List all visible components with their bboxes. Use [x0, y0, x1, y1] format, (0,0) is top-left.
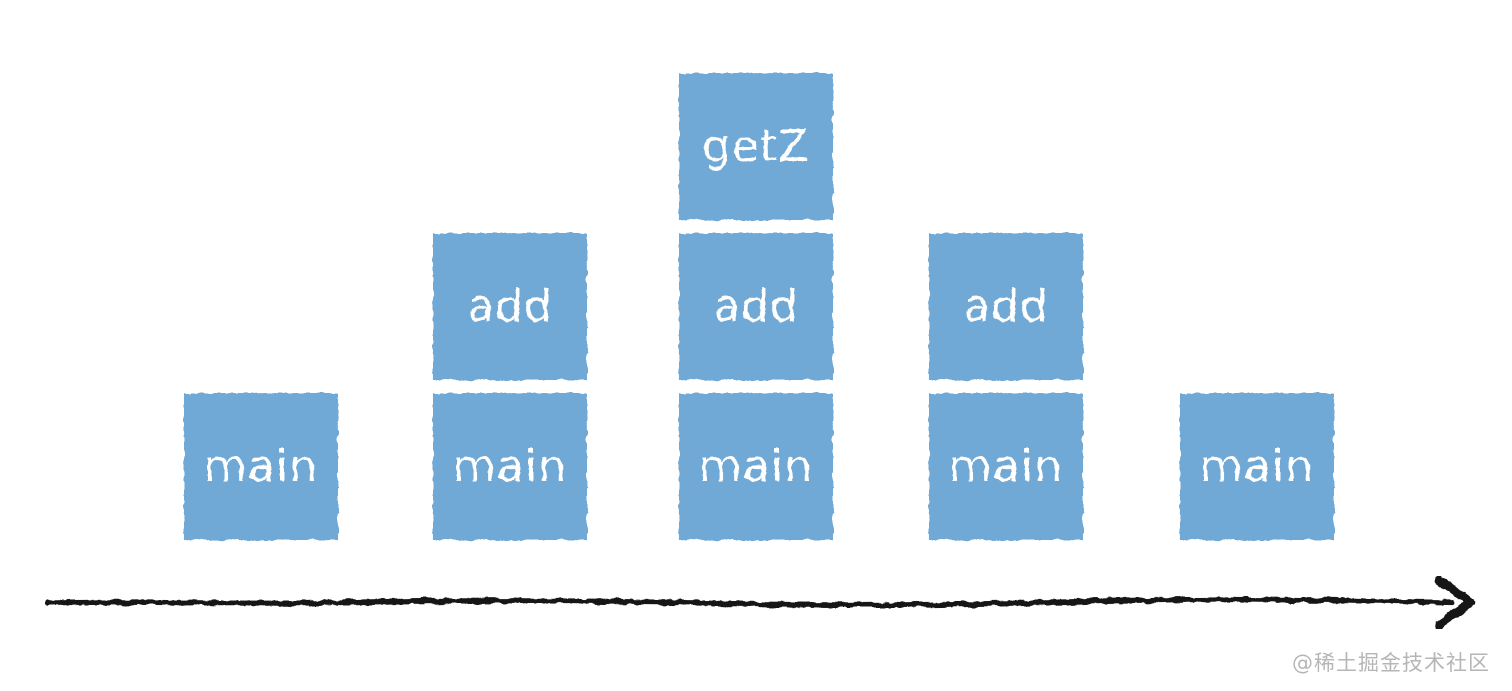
stack-frame-main: main	[433, 393, 587, 540]
stack-frame-add: add	[433, 233, 587, 380]
stack-frame-main: main	[929, 393, 1083, 540]
stack-column-4: main add	[929, 233, 1083, 540]
stack-frame-main: main	[1180, 393, 1334, 540]
timeline-arrow	[45, 575, 1476, 630]
stack-column-2: main add	[433, 233, 587, 540]
stack-column-1: main	[184, 393, 338, 540]
stack-column-3: main add getZ	[679, 73, 833, 540]
timeline-arrowhead	[1434, 575, 1476, 630]
stack-frame-main: main	[679, 393, 833, 540]
stack-frame-add: add	[929, 233, 1083, 380]
stack-frame-add: add	[679, 233, 833, 380]
timeline-arrow-shaft	[46, 596, 1455, 608]
stack-frame-getz: getZ	[679, 73, 833, 220]
watermark: @稀土掘金技术社区	[1292, 651, 1490, 675]
stack-column-5: main	[1180, 393, 1334, 540]
stack-frame-main: main	[184, 393, 338, 540]
